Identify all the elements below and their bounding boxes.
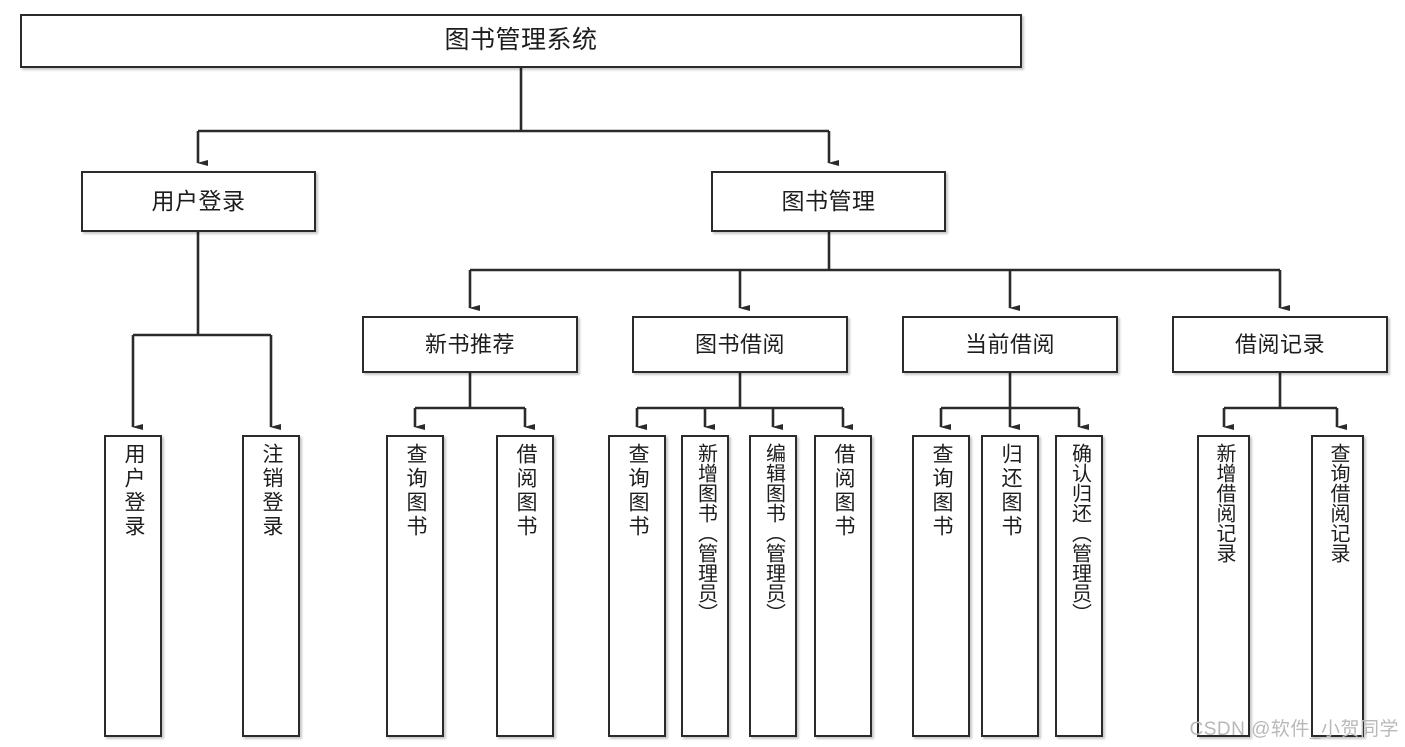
leaf-borrow-record-query-record[interactable]: 查询借阅记录 (1311, 435, 1364, 737)
node-label: 新增图书（管理员） (694, 443, 717, 623)
leaf-book-borrow-add-book-admin[interactable]: 新增图书（管理员） (681, 435, 729, 737)
node-label: 注销登录 (260, 443, 284, 539)
leaf-borrow-record-add-record[interactable]: 新增借阅记录 (1197, 435, 1250, 737)
leaf-current-borrow-return-book[interactable]: 归还图书 (981, 435, 1039, 737)
leaf-user-login-logout[interactable]: 注销登录 (242, 435, 300, 737)
node-label: 归还图书 (999, 443, 1023, 539)
node-user-login[interactable]: 用户登录 (81, 171, 316, 232)
node-label: 图书管理 (781, 187, 876, 214)
node-label: 借阅图书 (832, 443, 856, 539)
node-book-management[interactable]: 图书管理 (711, 171, 946, 232)
node-label: 借阅图书 (514, 443, 538, 539)
leaf-current-borrow-query-book[interactable]: 查询图书 (912, 435, 970, 737)
node-label: 查询图书 (930, 443, 954, 539)
node-label: 查询图书 (404, 443, 428, 539)
node-label: 新增借阅记录 (1213, 443, 1235, 563)
node-borrow-record[interactable]: 借阅记录 (1172, 316, 1388, 373)
node-label: 当前借阅 (964, 331, 1055, 357)
leaf-new-book-borrow-book[interactable]: 借阅图书 (496, 435, 554, 737)
leaf-user-login-login[interactable]: 用户登录 (104, 435, 162, 737)
node-label: 查询借阅记录 (1327, 443, 1349, 563)
leaf-current-borrow-confirm-return-admin[interactable]: 确认归还（管理员） (1055, 435, 1103, 737)
node-book-borrow[interactable]: 图书借阅 (632, 316, 848, 373)
leaf-new-book-query-book[interactable]: 查询图书 (386, 435, 444, 737)
leaf-book-borrow-edit-book-admin[interactable]: 编辑图书（管理员） (749, 435, 797, 737)
node-label: 编辑图书（管理员） (762, 443, 785, 623)
node-label: 新书推荐 (424, 331, 515, 357)
node-current-borrow[interactable]: 当前借阅 (902, 316, 1118, 373)
leaf-book-borrow-query-book[interactable]: 查询图书 (608, 435, 666, 737)
node-label: 查询图书 (626, 443, 650, 539)
leaf-book-borrow-borrow-book[interactable]: 借阅图书 (814, 435, 872, 737)
node-label: 用户登录 (151, 187, 246, 214)
node-label: 图书管理系统 (444, 26, 598, 55)
node-label: 借阅记录 (1234, 331, 1325, 357)
node-label: 用户登录 (122, 443, 146, 539)
node-new-book-recommend[interactable]: 新书推荐 (362, 316, 578, 373)
node-label: 确认归还（管理员） (1068, 443, 1091, 623)
node-label: 图书借阅 (694, 331, 785, 357)
node-root-book-management-system[interactable]: 图书管理系统 (20, 14, 1022, 68)
